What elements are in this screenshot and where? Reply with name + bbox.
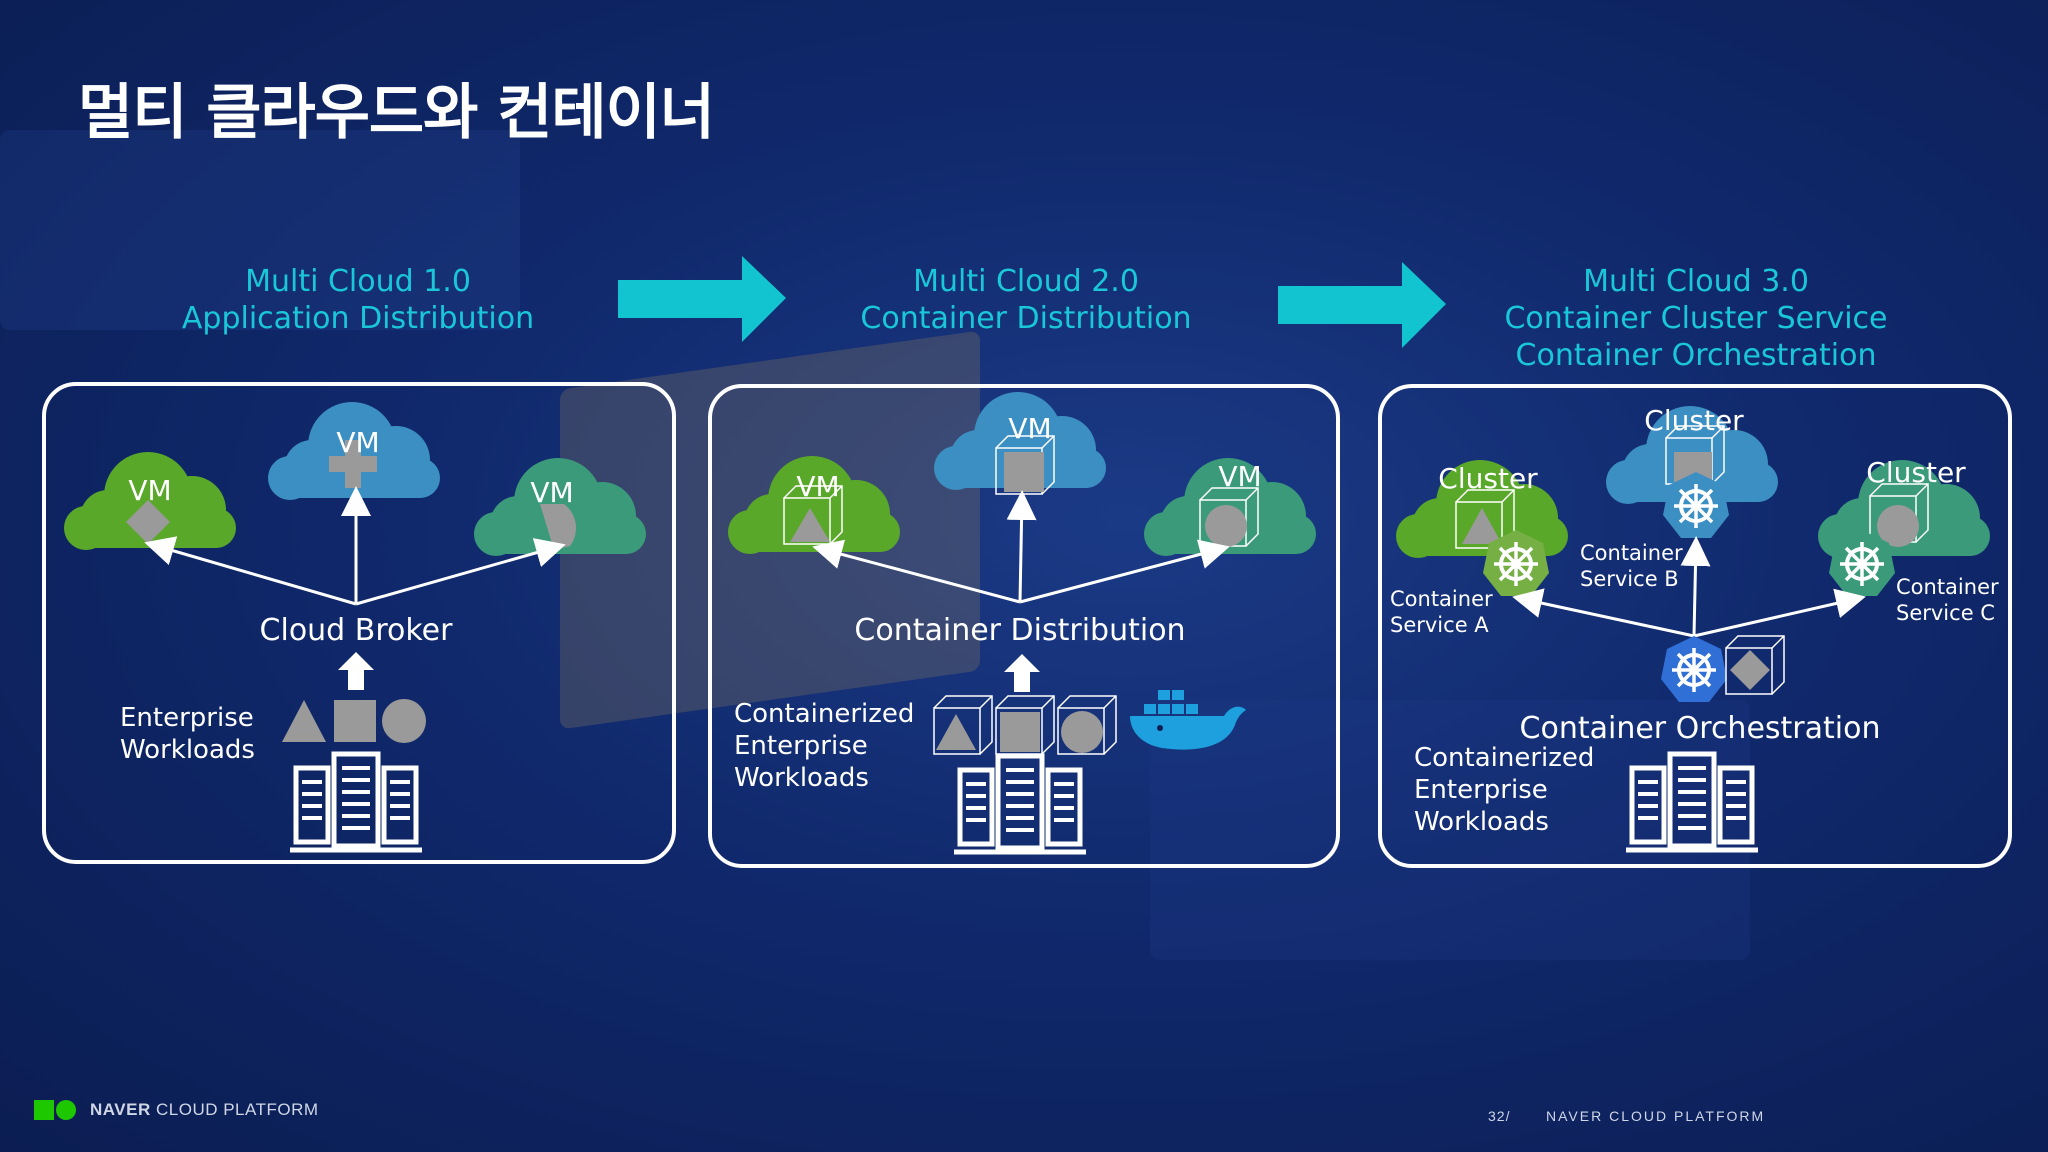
workloads-line: Containerized (1414, 743, 1594, 773)
stage-1-diagram: VM VM VM Cloud Broker Enterprise Workloa… (64, 402, 646, 850)
logo-text: NAVER CLOUD PLATFORM (90, 1100, 319, 1120)
triangle-shape (790, 508, 830, 542)
service-label: Container Service A (1390, 587, 1499, 637)
link-arrow (1019, 539, 1230, 604)
background-block (0, 130, 520, 330)
stage-3-diagram: Cluster Container Service A Cluster Cont… (1390, 404, 2005, 850)
stage-2-heading-line: Container Distribution (860, 301, 1192, 336)
stage-1-heading-line: Application Distribution (181, 301, 535, 336)
slide-title: 멀티 클라우드와 컨테이너 (78, 78, 715, 148)
stage-2-to-3-arrow (1278, 262, 1446, 348)
service-line: Service C (1896, 601, 1995, 625)
workloads-line: Enterprise (120, 703, 254, 733)
stage-1-to-2-arrow (618, 256, 786, 342)
container-triangle-icon (933, 695, 993, 755)
vm-label: VM (336, 426, 379, 459)
workloads-line: Workloads (120, 735, 255, 765)
stage-1-heading: Multi Cloud 1.0 Application Distribution (158, 263, 558, 337)
circle-shape (1205, 505, 1247, 547)
page-number: 32/ (1488, 1108, 1511, 1124)
hub-label: Container Distribution (854, 613, 1185, 648)
vm-label: VM (1008, 412, 1051, 445)
circle-icon (382, 699, 426, 743)
hub-label: Container Orchestration (1520, 711, 1881, 746)
workloads-line: Containerized (734, 699, 914, 729)
naver-cloud-logo: NAVER CLOUD PLATFORM (34, 1100, 319, 1120)
diamond-shape (126, 500, 170, 544)
logo-word-bold: NAVER (90, 1100, 151, 1119)
stage-3-box (1378, 384, 2012, 868)
square-icon (334, 700, 376, 742)
container-circle-icon (1057, 695, 1117, 755)
quarter-shape (540, 504, 576, 550)
container-diamond-icon (1725, 635, 1785, 695)
logo-word-regular: CLOUD PLATFORM (155, 1100, 319, 1119)
server-rack-icon (954, 756, 1086, 852)
stage-3-heading: Multi Cloud 3.0 Container Cluster Servic… (1486, 263, 1906, 374)
stage-2-diagram: VM VM VM Container Distribution Containe… (728, 392, 1316, 852)
workloads-label: Containerized Enterprise Workloads (734, 699, 923, 793)
workloads-line: Enterprise (734, 731, 868, 761)
service-label: Container Service C (1896, 575, 2005, 625)
link-arrow (1680, 536, 1711, 637)
stage-1-box (42, 382, 676, 864)
link-arrow (144, 536, 357, 606)
cluster-label: Cluster (1438, 462, 1538, 495)
stage-3-heading-line: Container Cluster Service (1504, 301, 1888, 336)
circle-shape (1877, 505, 1919, 547)
footer-brand-text: NAVER CLOUD PLATFORM (1546, 1108, 1766, 1124)
service-line: Container (1580, 541, 1683, 565)
link-arrow (812, 539, 1021, 604)
background-block (1150, 700, 1750, 960)
stage-2-heading-line: Multi Cloud 2.0 (913, 264, 1139, 299)
container-square-icon (995, 695, 1055, 755)
hub-label: Cloud Broker (260, 613, 454, 648)
cross-shape (329, 440, 377, 488)
link-arrow (1512, 588, 1695, 638)
cluster-label: Cluster (1866, 456, 1966, 489)
service-line: Service A (1390, 613, 1489, 637)
up-arrow-icon (338, 652, 374, 690)
triangle-shape (1462, 508, 1502, 544)
triangle-icon (282, 700, 326, 742)
workloads-line: Enterprise (1414, 775, 1548, 805)
service-line: Container (1896, 575, 1999, 599)
vm-label: VM (796, 470, 839, 503)
workloads-label: Containerized Enterprise Workloads (1414, 743, 1603, 837)
service-line: Container (1390, 587, 1493, 611)
docker-whale-icon (1130, 690, 1246, 750)
server-rack-icon (290, 754, 422, 850)
server-rack-icon (1626, 754, 1758, 850)
up-arrow-icon (1004, 654, 1040, 692)
link-arrow (355, 538, 566, 606)
service-line: Service B (1580, 567, 1679, 591)
link-arrow (1693, 588, 1866, 638)
workloads-line: Workloads (1414, 807, 1549, 837)
stage-1-heading-line: Multi Cloud 1.0 (245, 264, 471, 299)
service-label: Container Service B (1580, 541, 1689, 591)
stage-2-box (708, 384, 1340, 868)
square-shape (1004, 452, 1044, 492)
workloads-label: Enterprise Workloads (120, 703, 262, 765)
logo-mark-icon (34, 1100, 76, 1120)
vm-label: VM (530, 476, 573, 509)
vm-label: VM (1218, 460, 1261, 493)
link-arrow (1006, 490, 1037, 603)
vm-label: VM (128, 474, 171, 507)
stage-3-heading-line: Multi Cloud 3.0 (1583, 264, 1809, 299)
stage-2-heading: Multi Cloud 2.0 Container Distribution (826, 263, 1226, 337)
kubernetes-icon (1659, 634, 1729, 704)
workloads-line: Workloads (734, 763, 869, 793)
stage-3-heading-line: Container Orchestration (1515, 338, 1877, 373)
cluster-label: Cluster (1644, 404, 1744, 437)
